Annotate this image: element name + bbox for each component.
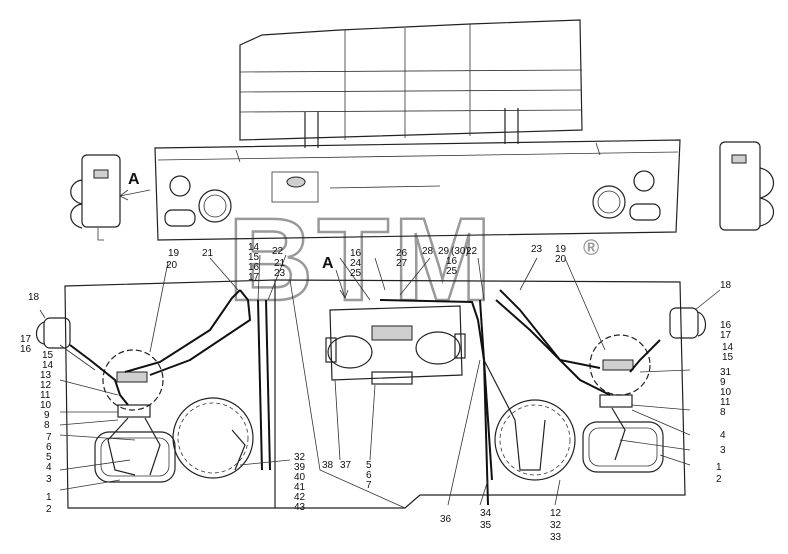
- callout-number: 11: [40, 390, 51, 401]
- callout-number: 11: [720, 397, 731, 408]
- callout-number: 3: [46, 474, 52, 485]
- callout-number: 3: [720, 445, 726, 456]
- callout-number: 1: [46, 492, 52, 503]
- callout-number: 2: [716, 474, 722, 485]
- callout-number: 39: [294, 462, 306, 473]
- callout-number: 27: [396, 258, 408, 269]
- callout-number: 7: [366, 480, 372, 491]
- callout-number: 25: [446, 266, 458, 277]
- callout-number: 15: [42, 350, 54, 361]
- callout-number: 23: [531, 244, 543, 255]
- callout-number: 1: [716, 462, 722, 473]
- callout-number: 21: [274, 258, 286, 269]
- callout-number: 14: [722, 342, 734, 353]
- view-label-a-center: A: [322, 255, 334, 272]
- view-arrow-a-center: A: [322, 255, 349, 299]
- callout-number: 33: [550, 532, 562, 543]
- callout-number: 9: [720, 377, 726, 388]
- callout-number: 16: [720, 320, 732, 331]
- callout-number: 4: [46, 462, 52, 473]
- callout-number: 20: [555, 254, 567, 265]
- callout-number: 7: [46, 432, 52, 443]
- callout-number: 6: [366, 470, 372, 481]
- callout-number: 16: [350, 248, 362, 259]
- callout-number: 6: [46, 442, 52, 453]
- callout-number: 12: [550, 508, 562, 519]
- callout-number: 13: [40, 370, 52, 381]
- callout-number: 34: [480, 508, 492, 519]
- callout-number: 15: [248, 252, 260, 263]
- marker-lamp-right: [669, 307, 707, 339]
- callout-number: 18: [28, 292, 40, 303]
- callout-number: 22: [272, 246, 284, 257]
- callout-number: 37: [340, 460, 352, 471]
- callout-number: 12: [40, 380, 52, 391]
- callout-number: 23: [274, 268, 286, 279]
- callout-number: 15: [722, 352, 734, 363]
- callout-number: 25: [350, 268, 362, 279]
- callout-number: 21: [202, 248, 214, 259]
- callout-number: 43: [294, 502, 306, 513]
- view-arrow-a-top: A: [119, 171, 151, 201]
- leader-lines: [39, 254, 721, 506]
- callout-labels: 1817161514131211109876543121920211415161…: [20, 242, 734, 543]
- callout-number: 35: [480, 520, 492, 531]
- callout-number: 40: [294, 472, 306, 483]
- callout-number: 22: [466, 246, 478, 257]
- front-panel: [154, 139, 681, 241]
- callout-number: 38: [322, 460, 334, 471]
- callout-number: 16: [20, 344, 32, 355]
- callout-number: 42: [294, 492, 306, 503]
- cab-outline: [239, 19, 583, 148]
- callout-number: 36: [440, 514, 452, 525]
- callout-number: 2: [46, 504, 52, 515]
- callout-number: 41: [294, 482, 306, 493]
- callout-number: 29: [438, 246, 450, 257]
- callout-number: 10: [720, 387, 732, 398]
- callout-number: 4: [720, 430, 726, 441]
- side-lamp-left: [70, 154, 121, 241]
- callout-number: 14: [42, 360, 54, 371]
- callout-number: 8: [720, 407, 726, 418]
- callout-number: 19: [555, 244, 567, 255]
- callout-number: 18: [720, 280, 732, 291]
- callout-number: 16: [446, 256, 458, 267]
- headlamp-left: [94, 349, 254, 483]
- side-lamp-right: [719, 141, 775, 231]
- callout-number: (30): [451, 246, 469, 257]
- callout-number: 28: [422, 246, 434, 257]
- callout-number: 17: [720, 330, 732, 341]
- callout-number: 17: [20, 334, 32, 345]
- center-relay-box: [325, 305, 466, 385]
- callout-number: 5: [46, 452, 52, 463]
- callout-number: 26: [396, 248, 408, 259]
- callout-number: 20: [166, 260, 178, 271]
- marker-lamp-left: [35, 317, 71, 349]
- callout-number: 32: [294, 452, 306, 463]
- callout-number: 9: [44, 410, 50, 421]
- callout-number: 8: [44, 420, 50, 431]
- callout-number: 32: [550, 520, 562, 531]
- callout-number: 10: [40, 400, 52, 411]
- watermark-logo: BTM: [228, 194, 496, 326]
- main-mounting-plate: [64, 279, 686, 509]
- callout-number: 14: [248, 242, 260, 253]
- wiring-harness: [69, 289, 661, 506]
- watermark-registered-mark: ®: [583, 235, 599, 260]
- callout-number: 16: [248, 262, 260, 273]
- headlamp-right: [494, 334, 664, 481]
- callout-number: 17: [248, 272, 260, 283]
- view-label-a-top: A: [128, 171, 140, 188]
- callout-number: 5: [366, 460, 372, 471]
- callout-number: 19: [168, 248, 180, 259]
- callout-number: 24: [350, 258, 362, 269]
- callout-number: 31: [720, 367, 732, 378]
